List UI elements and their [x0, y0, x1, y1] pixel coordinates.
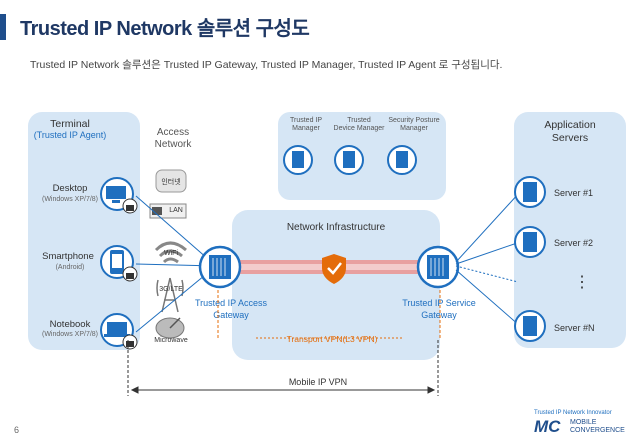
manager-label-2a: Trusted	[347, 117, 371, 124]
manager-label-3a: Security Posture	[388, 117, 440, 124]
smartphone-os: (Android)	[55, 264, 85, 271]
title-accent-bar	[0, 14, 6, 40]
access-3g-label: 3G/LTE	[159, 286, 183, 293]
desktop-icon	[100, 177, 138, 214]
internet-icon	[155, 169, 187, 193]
page-subtitle: Trusted IP Network 솔루션은 Trusted IP Gatew…	[30, 59, 503, 71]
access-wifi-label: WiFi	[164, 250, 178, 257]
server-2-label: Server #2	[554, 238, 594, 248]
service-gateway-label-2: Gateway	[421, 310, 457, 320]
logo-name-line2: CONVERGENCE	[570, 427, 625, 434]
page-number: 6	[14, 425, 20, 435]
network-infra-title: Network Infrastructure	[286, 222, 386, 233]
notebook-label: Notebook	[49, 319, 91, 330]
wifi-icon	[154, 241, 187, 264]
ip-manager-icon	[283, 145, 313, 175]
desktop-os: (Windows XP/7/8)	[41, 196, 99, 203]
cell-tower-icon	[156, 277, 184, 313]
server-n-label: Server #N	[554, 323, 595, 333]
terminal-panel	[28, 112, 140, 350]
logo-name-line1: MOBILE	[570, 419, 597, 426]
posture-manager-icon	[387, 145, 417, 175]
server-ellipsis: ⋮	[574, 274, 590, 291]
app-servers-title-1: Application	[544, 119, 596, 131]
desktop-label: Desktop	[52, 183, 88, 194]
smartphone-icon	[100, 245, 138, 282]
server-2-icon	[514, 226, 546, 258]
manager-label-1b: Manager	[292, 125, 320, 132]
microwave-dish-icon	[155, 317, 185, 339]
manager-label-3b: Manager	[400, 125, 428, 132]
logo-mark: MC	[534, 417, 561, 436]
device-manager-icon	[334, 145, 364, 175]
server-links	[455, 191, 521, 327]
page-title: Trusted IP Network 솔루션 구성도	[20, 18, 310, 40]
smartphone-label: Smartphone	[42, 251, 94, 262]
terminal-title: Terminal	[50, 118, 90, 130]
server-1-label: Server #1	[554, 188, 594, 198]
mobile-vpn-label: Mobile IP VPN	[288, 377, 348, 387]
logo-tagline: Trusted IP Network Innovator	[534, 410, 612, 416]
terminal-subtitle: (Trusted IP Agent)	[33, 130, 107, 140]
shield-check-icon	[322, 254, 346, 284]
access-network-title-2: Network	[154, 139, 192, 150]
lan-icon	[149, 203, 187, 219]
service-gateway-label-1: Trusted IP Service	[402, 298, 476, 308]
logo-name: MOBILE CONVERGENCE	[570, 419, 625, 435]
access-gateway-icon	[198, 245, 242, 289]
access-lan-label: LAN	[169, 207, 183, 214]
access-microwave-label: Microwave	[154, 337, 188, 344]
server-n-icon	[514, 310, 546, 342]
transport-vpn-arrow	[217, 290, 441, 340]
transport-vpn-label: Transport VPN(L3 VPN)	[286, 334, 378, 344]
access-network-title-1: Access	[156, 127, 190, 138]
mobile-vpn-arrow	[127, 340, 439, 396]
access-gateway-label-1: Trusted IP Access	[194, 298, 268, 308]
network-infra-panel	[232, 210, 440, 360]
service-gateway-icon	[416, 245, 460, 289]
access-gateway-label-2: Gateway	[213, 310, 249, 320]
notebook-icon	[100, 313, 138, 350]
server-1-icon	[514, 176, 546, 208]
manager-label-1a: Trusted IP	[289, 117, 323, 124]
access-internet-label: 인터넷	[161, 179, 181, 186]
notebook-os: (Windows XP/7/8)	[41, 331, 99, 338]
manager-label-2b: Device Manager	[333, 125, 385, 132]
app-servers-title-2: Servers	[551, 132, 589, 144]
